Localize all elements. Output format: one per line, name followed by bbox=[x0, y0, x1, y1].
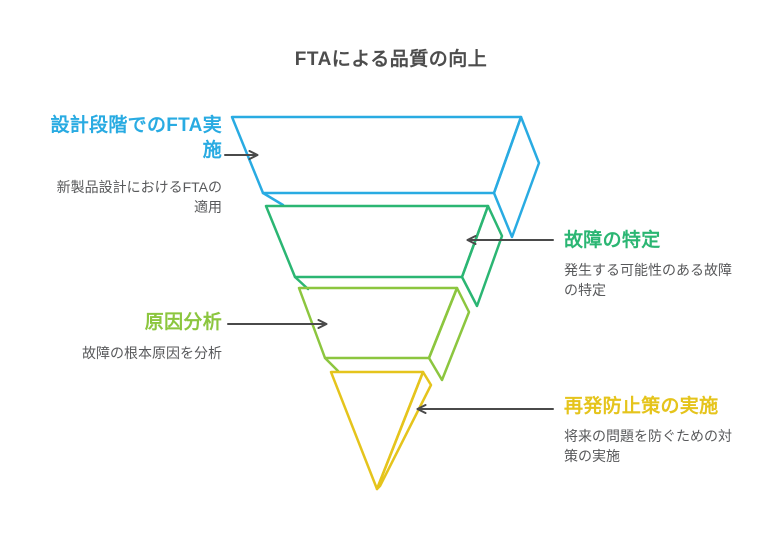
tier-3-label: 原因分析 bbox=[144, 312, 222, 333]
tier-4-description: 将来の問題を防ぐための対策の実施 bbox=[564, 428, 732, 464]
tier-4-label: 再発防止策の実施 bbox=[564, 396, 719, 417]
tier-1-side-face bbox=[492, 115, 541, 239]
tier-4-side-face bbox=[375, 370, 433, 491]
tier-1-label-group: 設計段階でのFTA実施 新製品設計におけるFTAの適用 bbox=[47, 113, 222, 217]
tier-1-label: 設計段階でのFTA実施 bbox=[50, 115, 222, 161]
tier-3-description: 故障の根本原因を分析 bbox=[82, 345, 222, 361]
diagram-title: FTAによる品質の向上 bbox=[294, 49, 488, 70]
tier-2-label-group: 故障の特定 発生する可能性のある故障の特定 bbox=[564, 228, 744, 300]
tier-1-fold-edge bbox=[261, 191, 285, 207]
tier-2-side-face bbox=[460, 204, 504, 308]
tier-3-label-group: 原因分析 故障の根本原因を分析 bbox=[47, 310, 222, 364]
tier-2-front-face bbox=[264, 204, 490, 279]
tier-3-side-face bbox=[427, 286, 471, 382]
tier-1-front-face bbox=[230, 115, 523, 195]
tier-2-label: 故障の特定 bbox=[564, 230, 661, 251]
tier-4-label-group: 再発防止策の実施 将来の問題を防ぐための対策の実施 bbox=[564, 394, 744, 466]
tier-1-description: 新製品設計におけるFTAの適用 bbox=[56, 179, 222, 215]
tier-2-description: 発生する可能性のある故障の特定 bbox=[564, 262, 732, 298]
tier-3-fold-edge bbox=[323, 356, 340, 373]
